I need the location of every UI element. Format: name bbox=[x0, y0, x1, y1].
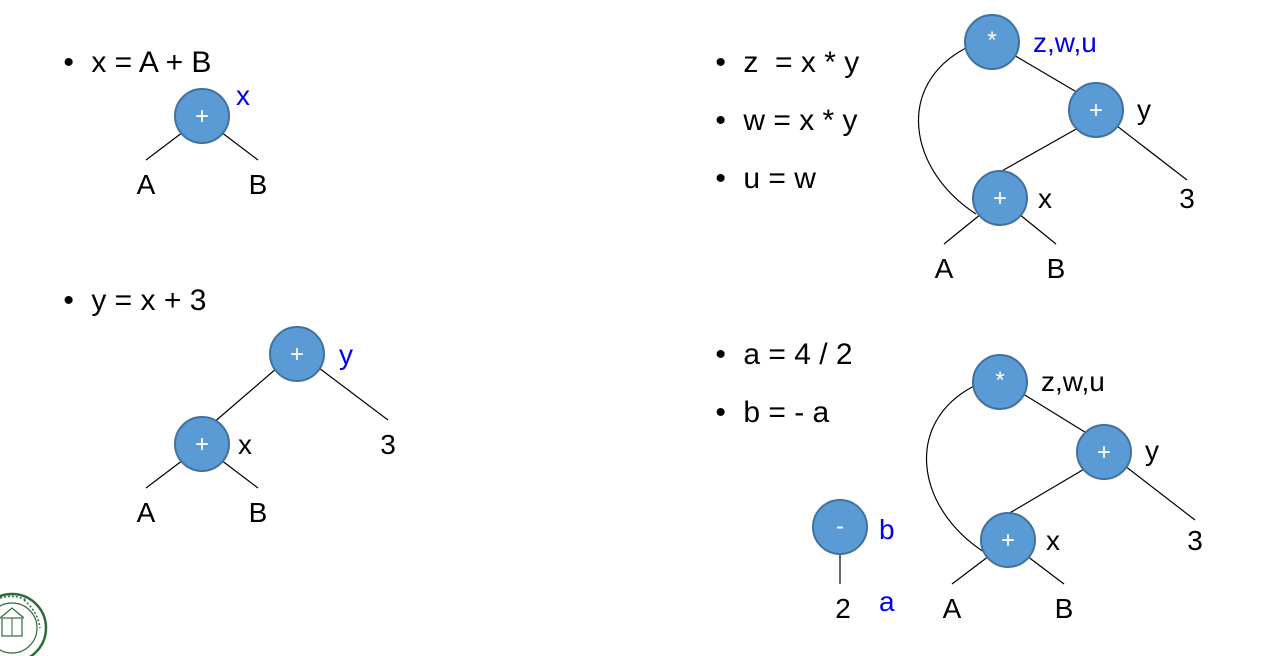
leaf-B: B bbox=[1055, 593, 1074, 624]
statement-text: u = w bbox=[743, 162, 816, 195]
edge bbox=[145, 131, 184, 161]
edge bbox=[211, 367, 278, 425]
university-seal-logo bbox=[0, 592, 48, 656]
node-operator: * bbox=[995, 367, 1004, 394]
node-label-x: x bbox=[1038, 183, 1052, 214]
edge bbox=[926, 385, 985, 553]
plus-node bbox=[980, 512, 1036, 568]
node-operator: + bbox=[1097, 439, 1111, 466]
times-node bbox=[964, 14, 1020, 70]
plus-node bbox=[972, 170, 1028, 226]
node-operator: - bbox=[836, 513, 844, 540]
edge bbox=[1116, 125, 1188, 181]
edge bbox=[1018, 213, 1057, 245]
statement-u: •u = w bbox=[715, 162, 816, 195]
node-operator: + bbox=[1089, 97, 1103, 124]
edge bbox=[999, 127, 1079, 173]
edge bbox=[1026, 555, 1065, 585]
statement-w: •w = x * y bbox=[715, 104, 858, 137]
statement-z: •z = x * y bbox=[715, 46, 860, 79]
dag-4: * z,w,u + y + x 3 A B - b 2 a bbox=[812, 354, 1203, 624]
edge bbox=[145, 459, 184, 489]
dag-1: + x A B bbox=[137, 80, 268, 200]
node-operator: * bbox=[987, 27, 996, 54]
node-label-b: b bbox=[879, 514, 895, 545]
statement-text: z = x * y bbox=[743, 46, 860, 79]
node-operator: + bbox=[993, 185, 1007, 212]
node-operator: + bbox=[195, 103, 209, 130]
leaf-3: 3 bbox=[380, 429, 396, 460]
plus-node bbox=[174, 416, 230, 472]
dag-2: + y + x 3 A B bbox=[137, 326, 396, 528]
leaf-3: 3 bbox=[1179, 183, 1195, 214]
edge bbox=[1124, 465, 1196, 521]
edge bbox=[220, 459, 259, 489]
leaf-A: A bbox=[943, 593, 962, 624]
plus-node bbox=[269, 326, 325, 382]
statement-text: a = 4 / 2 bbox=[743, 338, 853, 371]
leaf-A: A bbox=[137, 169, 156, 200]
dag-3: * z,w,u + y + x 3 A B bbox=[918, 14, 1195, 284]
edge bbox=[1019, 391, 1089, 435]
node-label-zwu: z,w,u bbox=[1033, 27, 1097, 58]
leaf-B: B bbox=[249, 169, 268, 200]
edge bbox=[1011, 53, 1081, 95]
leaf-B: B bbox=[1047, 253, 1066, 284]
leaf-B: B bbox=[249, 497, 268, 528]
statement-text: y = x + 3 bbox=[91, 284, 207, 317]
node-label-y: y bbox=[339, 339, 353, 370]
edge bbox=[951, 555, 990, 585]
node-operator: + bbox=[195, 431, 209, 458]
node-label-y: y bbox=[1137, 94, 1151, 125]
statement-text: b = - a bbox=[743, 396, 830, 429]
plus-node bbox=[1076, 424, 1132, 480]
times-node bbox=[972, 354, 1028, 410]
node-label-x: x bbox=[238, 429, 252, 460]
node-operator: + bbox=[290, 341, 304, 368]
leaf-3: 3 bbox=[1187, 525, 1203, 556]
edge bbox=[918, 47, 977, 215]
statement-a: •a = 4 / 2 bbox=[715, 338, 853, 371]
node-label-x: x bbox=[1046, 525, 1060, 556]
minus-node bbox=[812, 499, 868, 555]
edge bbox=[220, 131, 259, 161]
node-operator: + bbox=[1001, 527, 1015, 554]
statement-b: •b = - a bbox=[715, 396, 830, 429]
statement-text: w = x * y bbox=[743, 104, 858, 137]
leaf-2: 2 bbox=[835, 593, 851, 624]
statement-text: x = A + B bbox=[91, 46, 212, 79]
leaf-A: A bbox=[137, 497, 156, 528]
edge bbox=[1007, 467, 1087, 515]
node-label-y: y bbox=[1145, 435, 1159, 466]
node-label-a: a bbox=[879, 586, 895, 617]
edge bbox=[318, 367, 389, 421]
edge bbox=[943, 213, 982, 245]
leaf-A: A bbox=[935, 253, 954, 284]
statement-x: •x = A + B bbox=[63, 46, 212, 79]
node-label-x: x bbox=[236, 80, 250, 111]
plus-node bbox=[174, 88, 230, 144]
plus-node bbox=[1068, 82, 1124, 138]
statement-y: •y = x + 3 bbox=[63, 284, 207, 317]
node-label-zwu: z,w,u bbox=[1041, 366, 1105, 397]
